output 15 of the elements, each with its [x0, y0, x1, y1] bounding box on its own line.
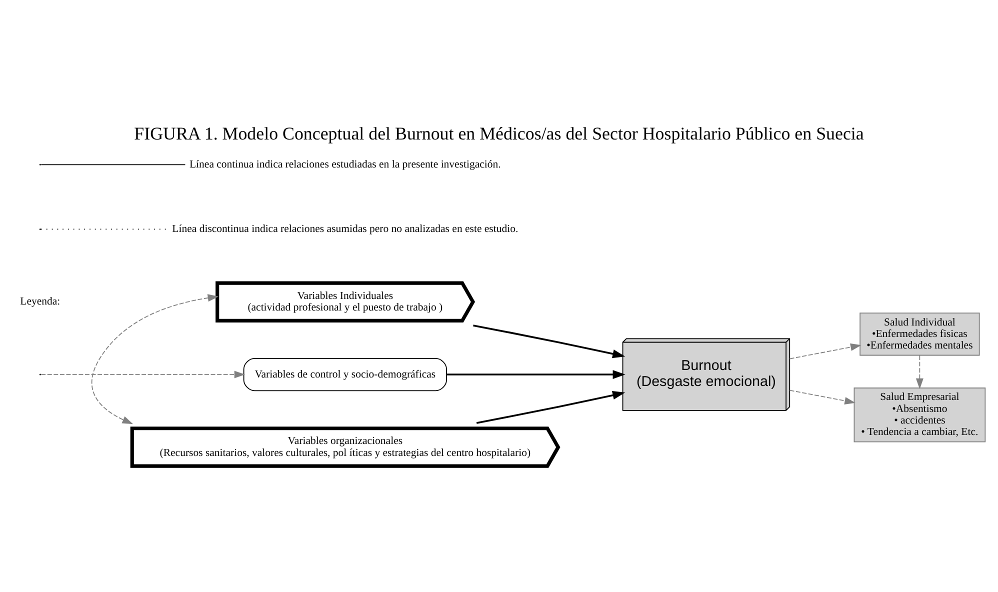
- arrow: [789, 389, 856, 404]
- legend-label: Línea continua indica relaciones estudiadas en la presente investigación.: [189, 158, 501, 170]
- arrow: [476, 390, 626, 424]
- node-box: Salud Individual •Enfermedades fisicas •Enfermedades mentales: [860, 312, 980, 356]
- arrow: [916, 354, 924, 389]
- arrow: [789, 342, 862, 359]
- arrow: [446, 370, 626, 378]
- node-box: Salud Empresarial •Absentismo • accidentes • Tendencia a cambiar, Etc.: [854, 387, 986, 442]
- arrow: [40, 370, 246, 378]
- label: Leyenda:: [20, 295, 60, 308]
- diagram-title: FIGURA 1. Modelo Conceptual del Burnout en Médicos/as del Sector Hospitalario Público en Suecia: [134, 123, 864, 144]
- arrow: [91, 294, 219, 424]
- node-box: Variables de control y socio-demográficas: [243, 357, 447, 391]
- legend-label: Línea discontinua indica relaciones asumidas pero no analizadas en este estudio.: [172, 222, 518, 235]
- arrow: [473, 324, 626, 358]
